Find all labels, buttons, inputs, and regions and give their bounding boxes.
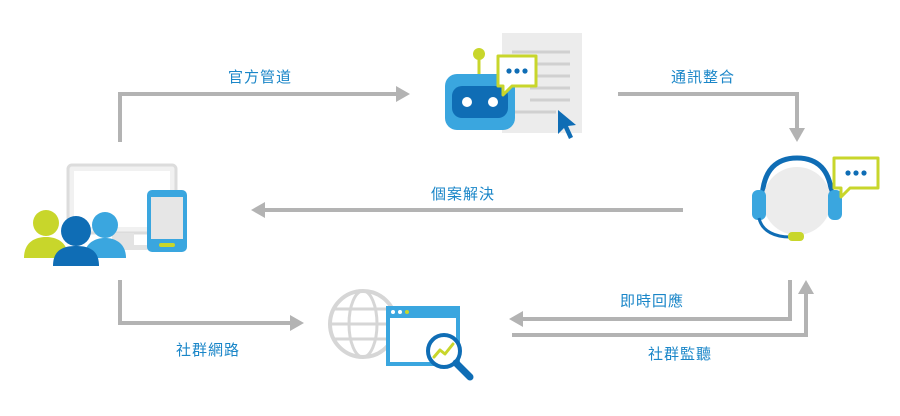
arrowhead-official [396, 86, 410, 102]
label-official-channel: 官方管道 [228, 68, 293, 86]
users-devices-icon [24, 163, 187, 266]
label-message-integration: 通訊整合 [671, 68, 736, 86]
label-social-network: 社群網路 [176, 341, 241, 359]
arrowhead-integration [789, 128, 805, 142]
arrow-official-channel [118, 92, 398, 142]
arrow-social-listening [512, 292, 808, 337]
arrow-instant-reply [520, 280, 792, 321]
label-case-resolution: 個案解決 [431, 185, 496, 203]
arrow-message-integration [618, 92, 799, 130]
chatbot-document-icon [445, 33, 582, 139]
arrowhead-instant-reply [509, 311, 523, 327]
customer-service-agent-icon [752, 155, 880, 241]
label-instant-reply: 即時回應 [620, 292, 685, 310]
arrowhead-social-network [290, 315, 304, 331]
web-monitoring-icon [328, 289, 474, 381]
arrowhead-listening [798, 280, 814, 294]
arrowhead-resolution [251, 202, 265, 218]
arrow-social-network [118, 280, 292, 325]
label-social-listening: 社群監聽 [648, 345, 713, 363]
